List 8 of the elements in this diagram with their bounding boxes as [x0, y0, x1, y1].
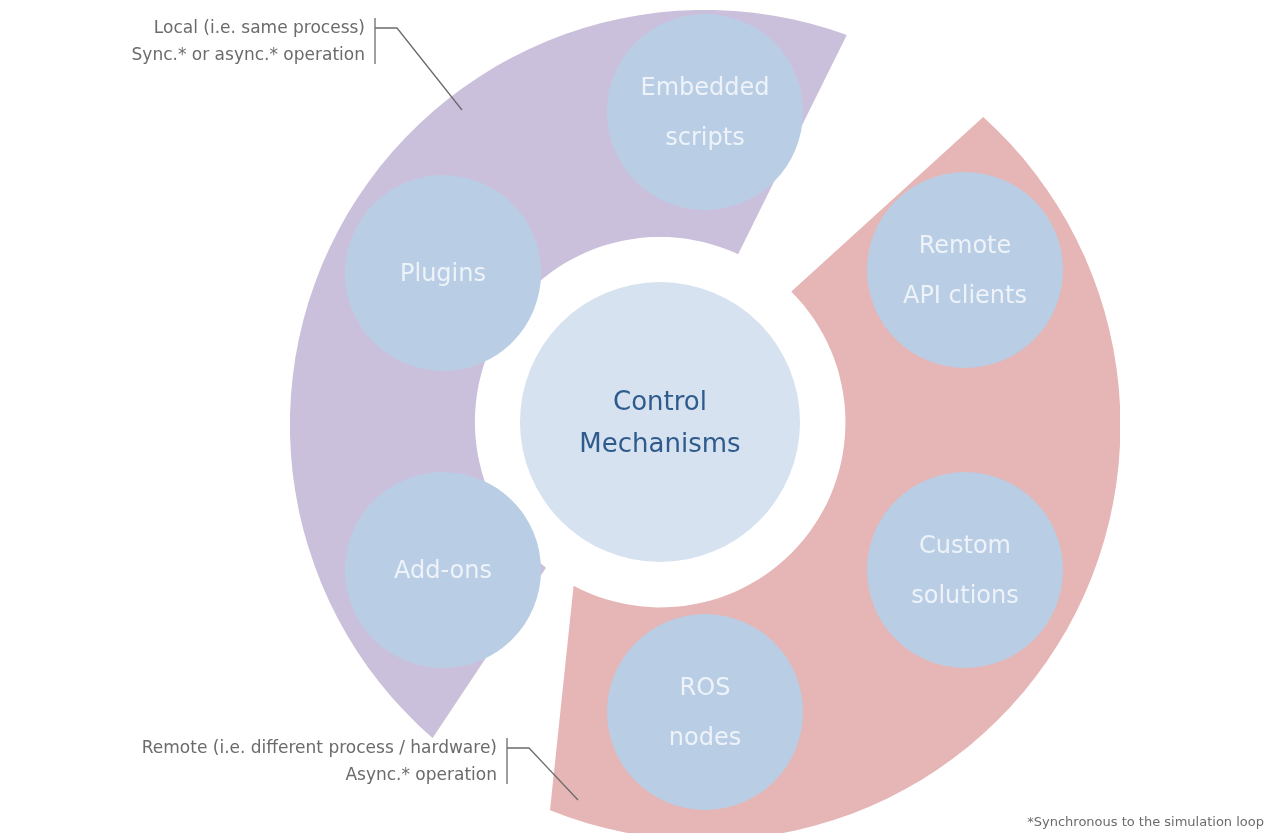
annotation-text: Async.* operation: [344, 763, 497, 786]
leader-line: [374, 27, 463, 111]
annotation-text: Local (i.e. same process): [152, 16, 365, 39]
leader-line: [506, 747, 579, 801]
footnote: *Synchronous to the simulation loop: [1027, 814, 1264, 829]
annotation-text: Sync.* or async.* operation: [131, 43, 365, 66]
node-label: Control Mechanisms: [578, 385, 742, 460]
annotation-text: Remote (i.e. different process / hardware): [141, 736, 497, 759]
